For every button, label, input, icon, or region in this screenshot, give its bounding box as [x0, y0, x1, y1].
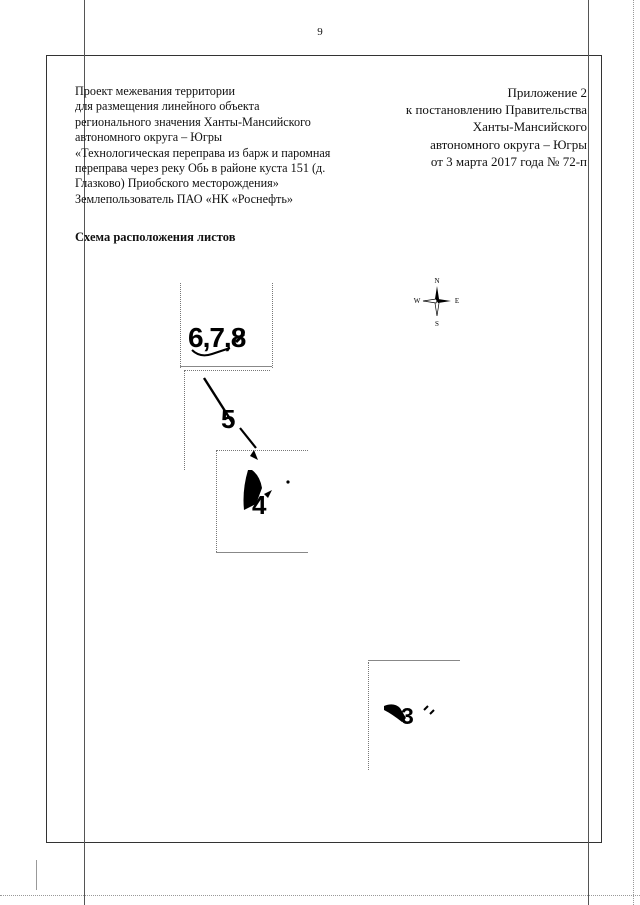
- sheet-3-left-edge: [368, 662, 369, 770]
- sheet-label-5: 5: [221, 404, 236, 434]
- sheet-label-6-7-8: 6,7,8: [188, 322, 246, 353]
- project-line-2: для размещения линейного объекта: [75, 99, 260, 114]
- sheet-678-left-edge: [180, 283, 181, 368]
- sheet-678-right-edge: [272, 283, 273, 368]
- project-line-4: автономного округа – Югры: [75, 130, 223, 145]
- scan-line-left: [84, 0, 85, 905]
- appendix-reference: Приложение 2 к постановлению Правительст…: [347, 84, 587, 170]
- scan-mark: [36, 860, 37, 890]
- appendix-line-3: Ханты-Мансийского: [472, 119, 587, 135]
- appendix-line-2: к постановлению Правительства: [405, 102, 587, 118]
- scan-line-right: [588, 0, 589, 905]
- sheet-label-4: 4: [252, 490, 267, 520]
- sheet-5-top-edge: [184, 370, 270, 371]
- compass-west: W: [414, 297, 421, 305]
- compass-south: S: [435, 320, 439, 328]
- appendix-line-5: от 3 марта 2017 года № 72-п: [430, 153, 587, 169]
- appendix-line-4: автономного округа – Югры: [430, 136, 587, 152]
- sheet-3-route-shape: [384, 704, 435, 722]
- project-description: Проект межевания территории для размещен…: [75, 84, 375, 207]
- scan-line-bottom: [0, 895, 640, 896]
- compass-north: N: [434, 277, 439, 285]
- project-line-7: Глазково) Приобского месторождения»: [75, 176, 279, 191]
- sheet-678-bottom-edge: [180, 366, 272, 367]
- project-line-6: переправа через реку Обь в районе куста …: [75, 161, 326, 176]
- sheet-3-top-edge: [368, 660, 460, 661]
- document-frame: [46, 55, 602, 843]
- sheet-4-left-edge: [216, 450, 217, 552]
- page-number: 9: [317, 26, 323, 38]
- scan-line-edge: [633, 0, 634, 905]
- compass-rose-icon: N S W E: [414, 277, 459, 328]
- crossing-route-lines: [191, 332, 290, 510]
- section-title: Схема расположения листов: [75, 230, 236, 244]
- sheet-label-3: 3: [401, 703, 414, 729]
- sheet-4-top-edge: [216, 450, 308, 451]
- project-line-8: Землепользователь ПАО «НК «Роснефть»: [75, 191, 294, 206]
- sheet-5-left-edge: [184, 370, 185, 470]
- project-line-5: «Технологическая переправа из барж и пар…: [75, 145, 331, 160]
- sheet-4-bottom-edge: [216, 552, 308, 553]
- compass-east: E: [455, 297, 459, 305]
- appendix-line-1: Приложение 2: [507, 85, 587, 100]
- project-line-1: Проект межевания территории: [75, 84, 236, 98]
- project-line-3: регионального значения Ханты-Мансийского: [75, 114, 311, 129]
